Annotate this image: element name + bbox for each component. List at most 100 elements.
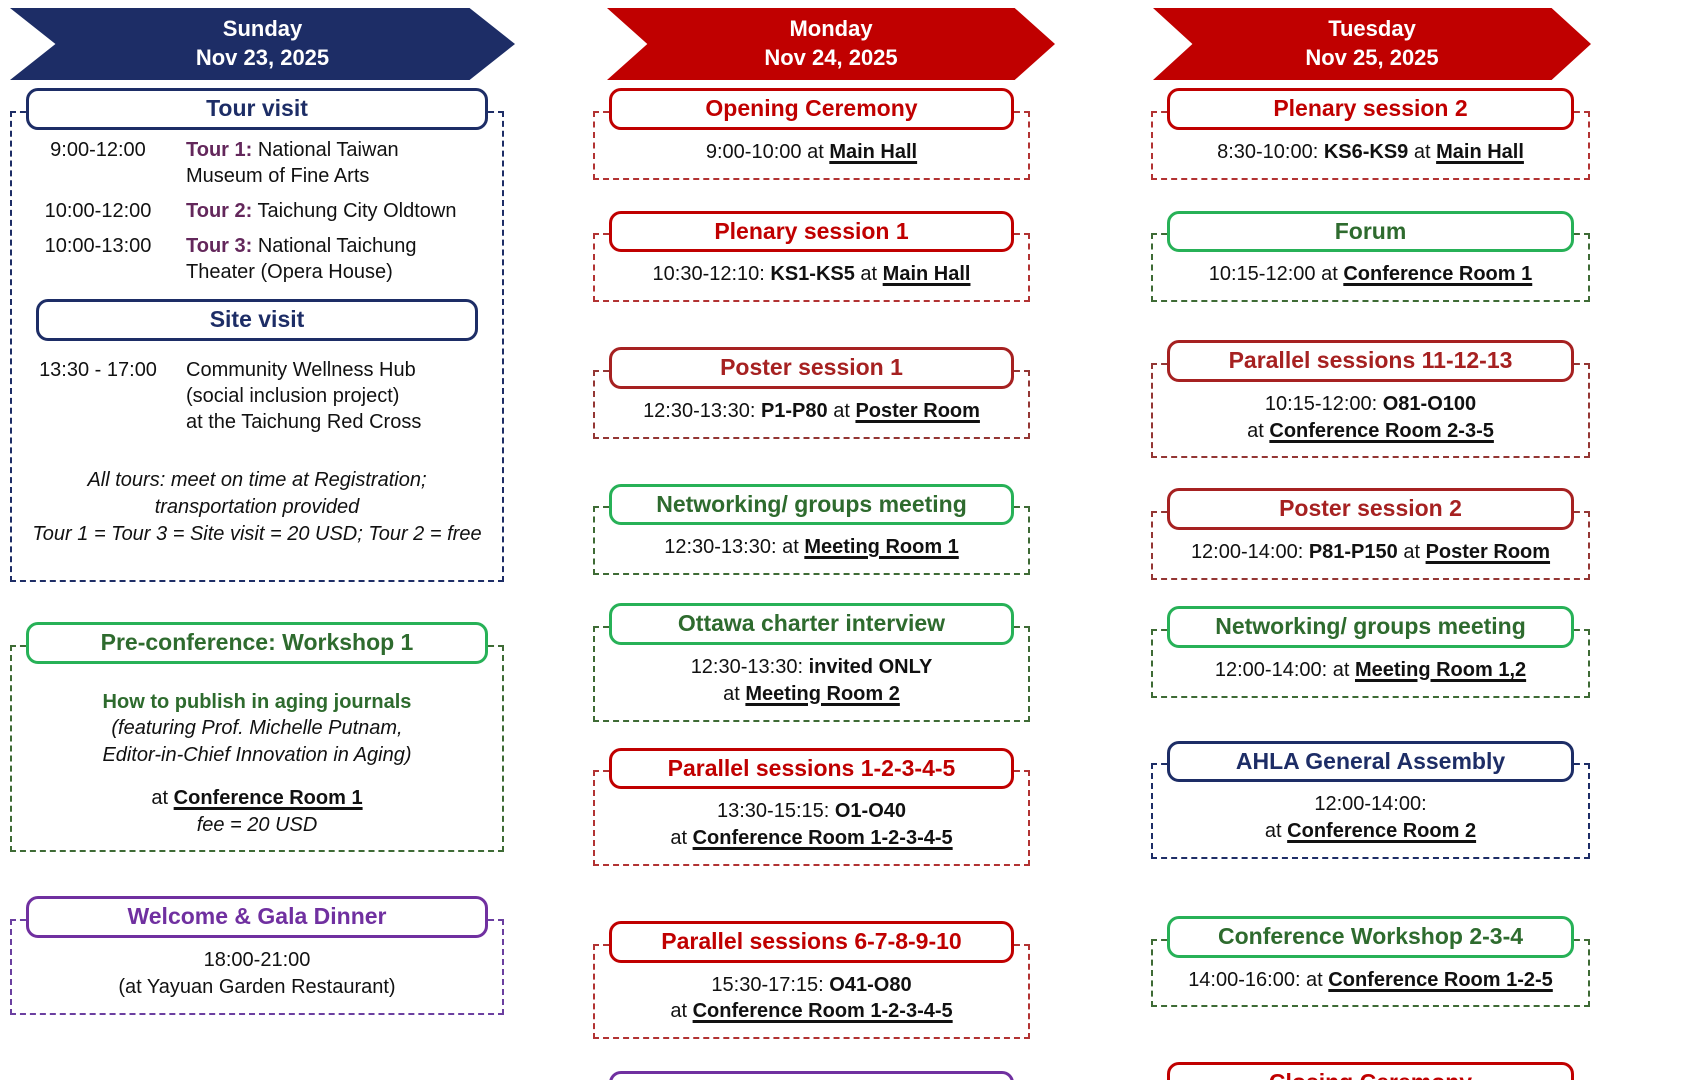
text-segment: at	[1264, 820, 1288, 843]
banner-date-label: Nov 23, 2025	[195, 45, 330, 70]
event-title: Parallel sessions 6-7-8-9-10	[609, 920, 1014, 963]
event-body: 12:30-13:30: P1-P80 at Poster Room	[593, 369, 1030, 439]
event-title: Parallel sessions 1-2-3-4-5	[609, 747, 1014, 790]
text-segment: 12:30-13:30:	[643, 399, 761, 422]
text-segment: Meeting Room 1	[804, 536, 959, 559]
section-title: Site visit	[36, 298, 478, 341]
row-time: 10:00-12:00	[44, 199, 152, 222]
detail-line: 8:30-10:00: KS6-KS9 at Main Hall	[1163, 139, 1578, 166]
event-body: 12:30-13:30: at Meeting Room 1	[593, 506, 1030, 576]
detail-line: Editor-in-Chief Innovation in Aging)	[22, 742, 492, 769]
banner-date-label: Nov 24, 2025	[764, 45, 898, 70]
row-description: Tour 3: National Taichung Theater (Opera…	[174, 233, 492, 285]
event-title: Opening Ceremony	[609, 88, 1014, 130]
event-title: Closing Ceremony	[1167, 1062, 1574, 1080]
text-segment: at	[827, 399, 856, 422]
event-title: Plenary session 1	[609, 210, 1014, 253]
text-segment: O81-O100	[1382, 392, 1477, 415]
text-segment: How to publish in aging journals	[102, 690, 412, 713]
event-title: Welcome & Gala Dinner	[26, 896, 488, 939]
event-forum: Forum 10:15-12:00 at Conference Room 1	[1151, 210, 1590, 303]
text-segment: invited ONLY	[808, 655, 933, 678]
event-body: How to publish in aging journals(featuri…	[10, 644, 504, 853]
text-segment: 12:30-13:30:	[690, 655, 809, 678]
text-segment: Editor-in-Chief Innovation in Aging)	[102, 744, 412, 767]
text-segment: 12:00-14:00:	[1190, 541, 1309, 564]
detail-line: at Conference Room 1	[22, 785, 492, 812]
text-segment: Tour 2:	[186, 199, 253, 222]
text-segment: Conference Room 1	[173, 786, 363, 809]
detail-line: 12:00-14:00:	[1163, 791, 1578, 818]
note-line: All tours: meet on time at Registration;	[87, 468, 427, 491]
text-segment: 8:30-10:00:	[1217, 140, 1324, 163]
text-segment: Conference Room 1	[1343, 263, 1533, 286]
text-segment: at	[670, 1000, 693, 1023]
text-segment: Conference Room 2	[1287, 820, 1477, 843]
detail-line: 12:30-13:30: at Meeting Room 1	[605, 534, 1018, 561]
text-segment: Meeting Room 2	[745, 682, 900, 705]
detail-line: How to publish in aging journals	[22, 689, 492, 716]
note-line: transportation provided	[154, 495, 360, 518]
text-segment: Poster Room	[1425, 541, 1551, 564]
text-segment: at	[151, 786, 174, 809]
text-segment: 9:00-10:00 at	[705, 140, 830, 163]
text-segment: Tour 1:	[186, 138, 253, 161]
text-segment: Conference Room 1-2-3-4-5	[692, 827, 953, 850]
detail-line: at Conference Room 2-3-5	[1163, 418, 1578, 445]
text-segment: at	[1408, 140, 1437, 163]
text-segment: 13:30-15:15:	[716, 800, 835, 823]
event-body: 10:30-12:10: KS1-KS5 at Main Hall	[593, 233, 1030, 303]
row-description: Community Wellness Hub (social inclusion…	[174, 357, 492, 435]
text-segment: 10:15-12:00:	[1264, 392, 1383, 415]
row-description: Tour 2: Taichung City Oldtown	[174, 198, 492, 224]
detail-line: 14:00-16:00: at Conference Room 1-2-5	[1163, 967, 1578, 994]
banner-day-label: Tuesday	[1328, 16, 1416, 42]
text-segment: at	[1397, 541, 1426, 564]
text-segment: Community Wellness Hub (social inclusion…	[186, 358, 422, 433]
row-time: 10:00-13:00	[44, 234, 152, 257]
text-segment: 12:00-14:00:	[1314, 793, 1427, 816]
event-title: AHLA General Assembly	[1167, 740, 1574, 783]
row-time: 13:30 - 17:00	[39, 358, 157, 381]
event-title: Parallel sessions 11-12-13	[1167, 340, 1574, 382]
event-title: AHLA Dinner	[609, 1071, 1014, 1080]
event-body: 18:00-21:00(at Yayuan Garden Restaurant)	[10, 919, 504, 1015]
text-segment: National Taichung Theater (Opera House)	[186, 234, 417, 283]
text-segment: Conference Room 2-3-5	[1269, 419, 1494, 442]
event-title: Poster session 2	[1167, 488, 1574, 531]
detail-line: 10:15-12:00: O81-O100	[1163, 391, 1578, 418]
schedule-row: 10:00-12:00 Tour 2: Taichung City Oldtown	[22, 198, 492, 224]
text-segment: O41-O80	[829, 973, 912, 996]
detail-line: 10:15-12:00 at Conference Room 1	[1163, 261, 1578, 288]
event-title: Forum	[1167, 210, 1574, 253]
event-body: 10:15-12:00 at Conference Room 1	[1151, 233, 1590, 303]
text-segment: O1-O40	[834, 800, 907, 823]
text-segment: 14:00-16:00: at	[1188, 968, 1329, 991]
text-segment: Main Hall	[829, 140, 918, 163]
detail-line: at Conference Room 1-2-3-4-5	[605, 998, 1018, 1025]
detail-line: (featuring Prof. Michelle Putnam,	[22, 715, 492, 742]
detail-line: 15:30-17:15: O41-O80	[605, 972, 1018, 999]
text-segment: Meeting Room 1,2	[1354, 658, 1527, 681]
text-segment: Main Hall	[882, 263, 971, 286]
